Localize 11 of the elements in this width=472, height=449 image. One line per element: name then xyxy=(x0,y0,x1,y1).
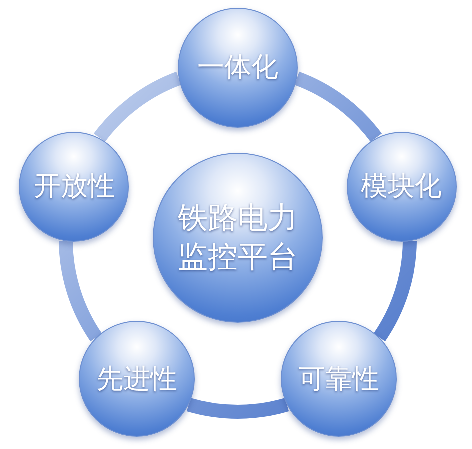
ring-arc xyxy=(374,240,417,342)
node-label: 模块化 xyxy=(361,170,442,204)
node-label: 一体化 xyxy=(198,51,278,86)
ring-arc xyxy=(94,72,182,142)
node-label: 先进性 xyxy=(96,362,178,397)
ring-arc xyxy=(59,240,102,342)
ring-arc xyxy=(187,398,289,419)
ring-arc xyxy=(294,72,382,142)
node-label: 可靠性 xyxy=(298,362,380,397)
node-label: 开放性 xyxy=(34,170,115,204)
node-label: 铁路电力监控平台 xyxy=(177,200,299,277)
